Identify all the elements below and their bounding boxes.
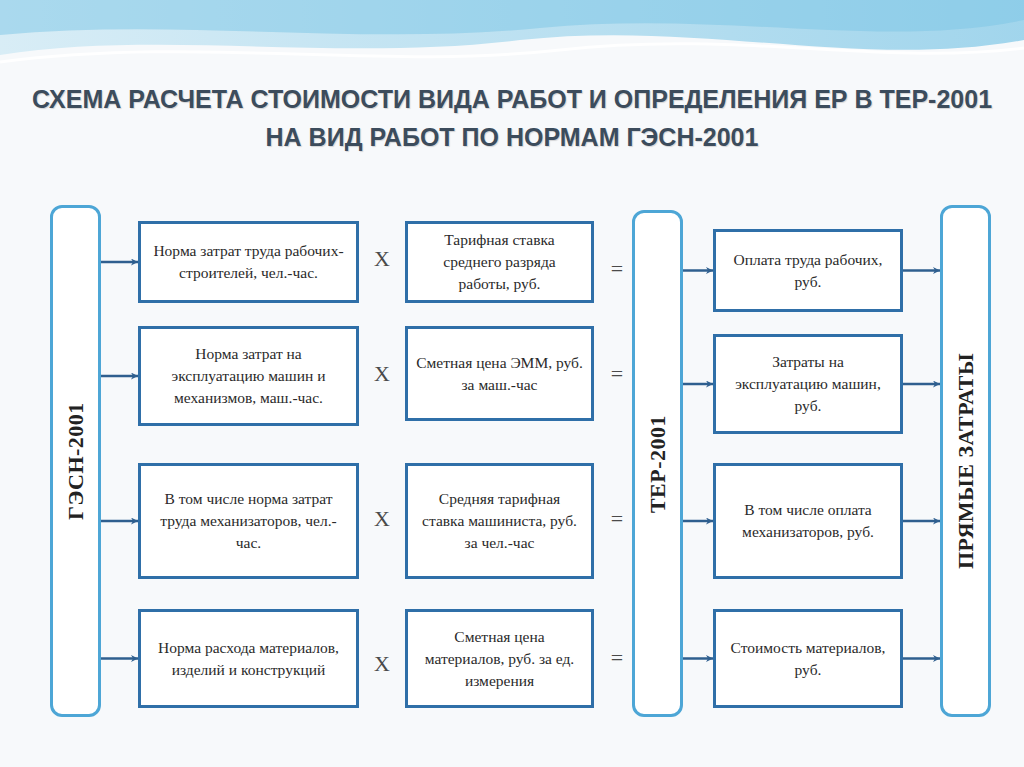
arrow-connector [101, 375, 138, 378]
arrow-connector [683, 520, 713, 523]
box-text: Сметная цена материалов, руб. за ед. изм… [416, 626, 583, 692]
process-box: Тарифная ставка среднего разряда работы,… [405, 221, 594, 303]
process-box: Оплата труда рабочих, руб. [713, 229, 903, 312]
box-text: Стоимость материалов, руб. [724, 637, 892, 681]
box-text: Средняя тарифная ставка машиниста, руб. … [416, 488, 583, 554]
arrow-connector [903, 520, 940, 523]
equals-sign: = [611, 361, 623, 387]
arrow-connector [683, 269, 713, 272]
box-text: Сметная цена ЭММ, руб. за маш.-час [416, 352, 583, 396]
box-text: Оплата труда рабочих, руб. [724, 249, 892, 293]
arrow-connector [101, 261, 138, 264]
process-box: В том числе норма затрат труда механизат… [138, 463, 359, 579]
arrow-connector [101, 520, 138, 523]
multiply-sign: Х [374, 246, 390, 272]
box-text: Тарифная ставка среднего разряда работы,… [416, 229, 583, 295]
vertical-band: ГЭСН-2001 [50, 205, 101, 717]
vertical-band: ПРЯМЫЕ ЗАТРАТЫ [940, 205, 991, 717]
arrow-connector [903, 657, 940, 660]
box-text: Норма затрат на эксплуатацию машин и мех… [149, 343, 348, 409]
band-title: ПРЯМЫЕ ЗАТРАТЫ [953, 353, 979, 569]
diagram-title: СХЕМА РАСЧЕТА СТОИМОСТИ ВИДА РАБОТ И ОПР… [20, 80, 1004, 156]
arrow-connector [683, 383, 713, 386]
arrow-connector [101, 657, 138, 660]
process-box: Сметная цена ЭММ, руб. за маш.-час [405, 326, 594, 421]
box-text: В том числе оплата механизаторов, руб. [724, 499, 892, 543]
process-box: Сметная цена материалов, руб. за ед. изм… [405, 609, 594, 708]
band-title: ТЕР-2001 [645, 414, 671, 512]
box-text: В том числе норма затрат труда механизат… [149, 488, 348, 554]
multiply-sign: Х [374, 361, 390, 387]
process-box: Затраты на эксплуатацию машин, руб. [713, 334, 903, 434]
equals-sign: = [611, 256, 623, 282]
box-text: Норма расхода материалов, изделий и конс… [149, 637, 348, 681]
band-title: ГЭСН-2001 [63, 402, 89, 520]
process-box: Стоимость материалов, руб. [713, 609, 903, 708]
multiply-sign: Х [374, 651, 390, 677]
box-text: Затраты на эксплуатацию машин, руб. [724, 351, 892, 417]
process-box: Норма расхода материалов, изделий и конс… [138, 609, 359, 708]
equals-sign: = [611, 645, 623, 671]
arrow-connector [683, 657, 713, 660]
equals-sign: = [611, 506, 623, 532]
process-box: Средняя тарифная ставка машиниста, руб. … [405, 463, 594, 579]
process-box: В том числе оплата механизаторов, руб. [713, 463, 903, 579]
process-box: Норма затрат на эксплуатацию машин и мех… [138, 326, 359, 426]
process-box: Норма затрат труда рабочих-строителей, ч… [138, 221, 359, 303]
arrow-connector [903, 269, 940, 272]
arrow-connector [903, 383, 940, 386]
box-text: Норма затрат труда рабочих-строителей, ч… [149, 240, 348, 284]
multiply-sign: Х [374, 506, 390, 532]
vertical-band: ТЕР-2001 [632, 210, 683, 717]
